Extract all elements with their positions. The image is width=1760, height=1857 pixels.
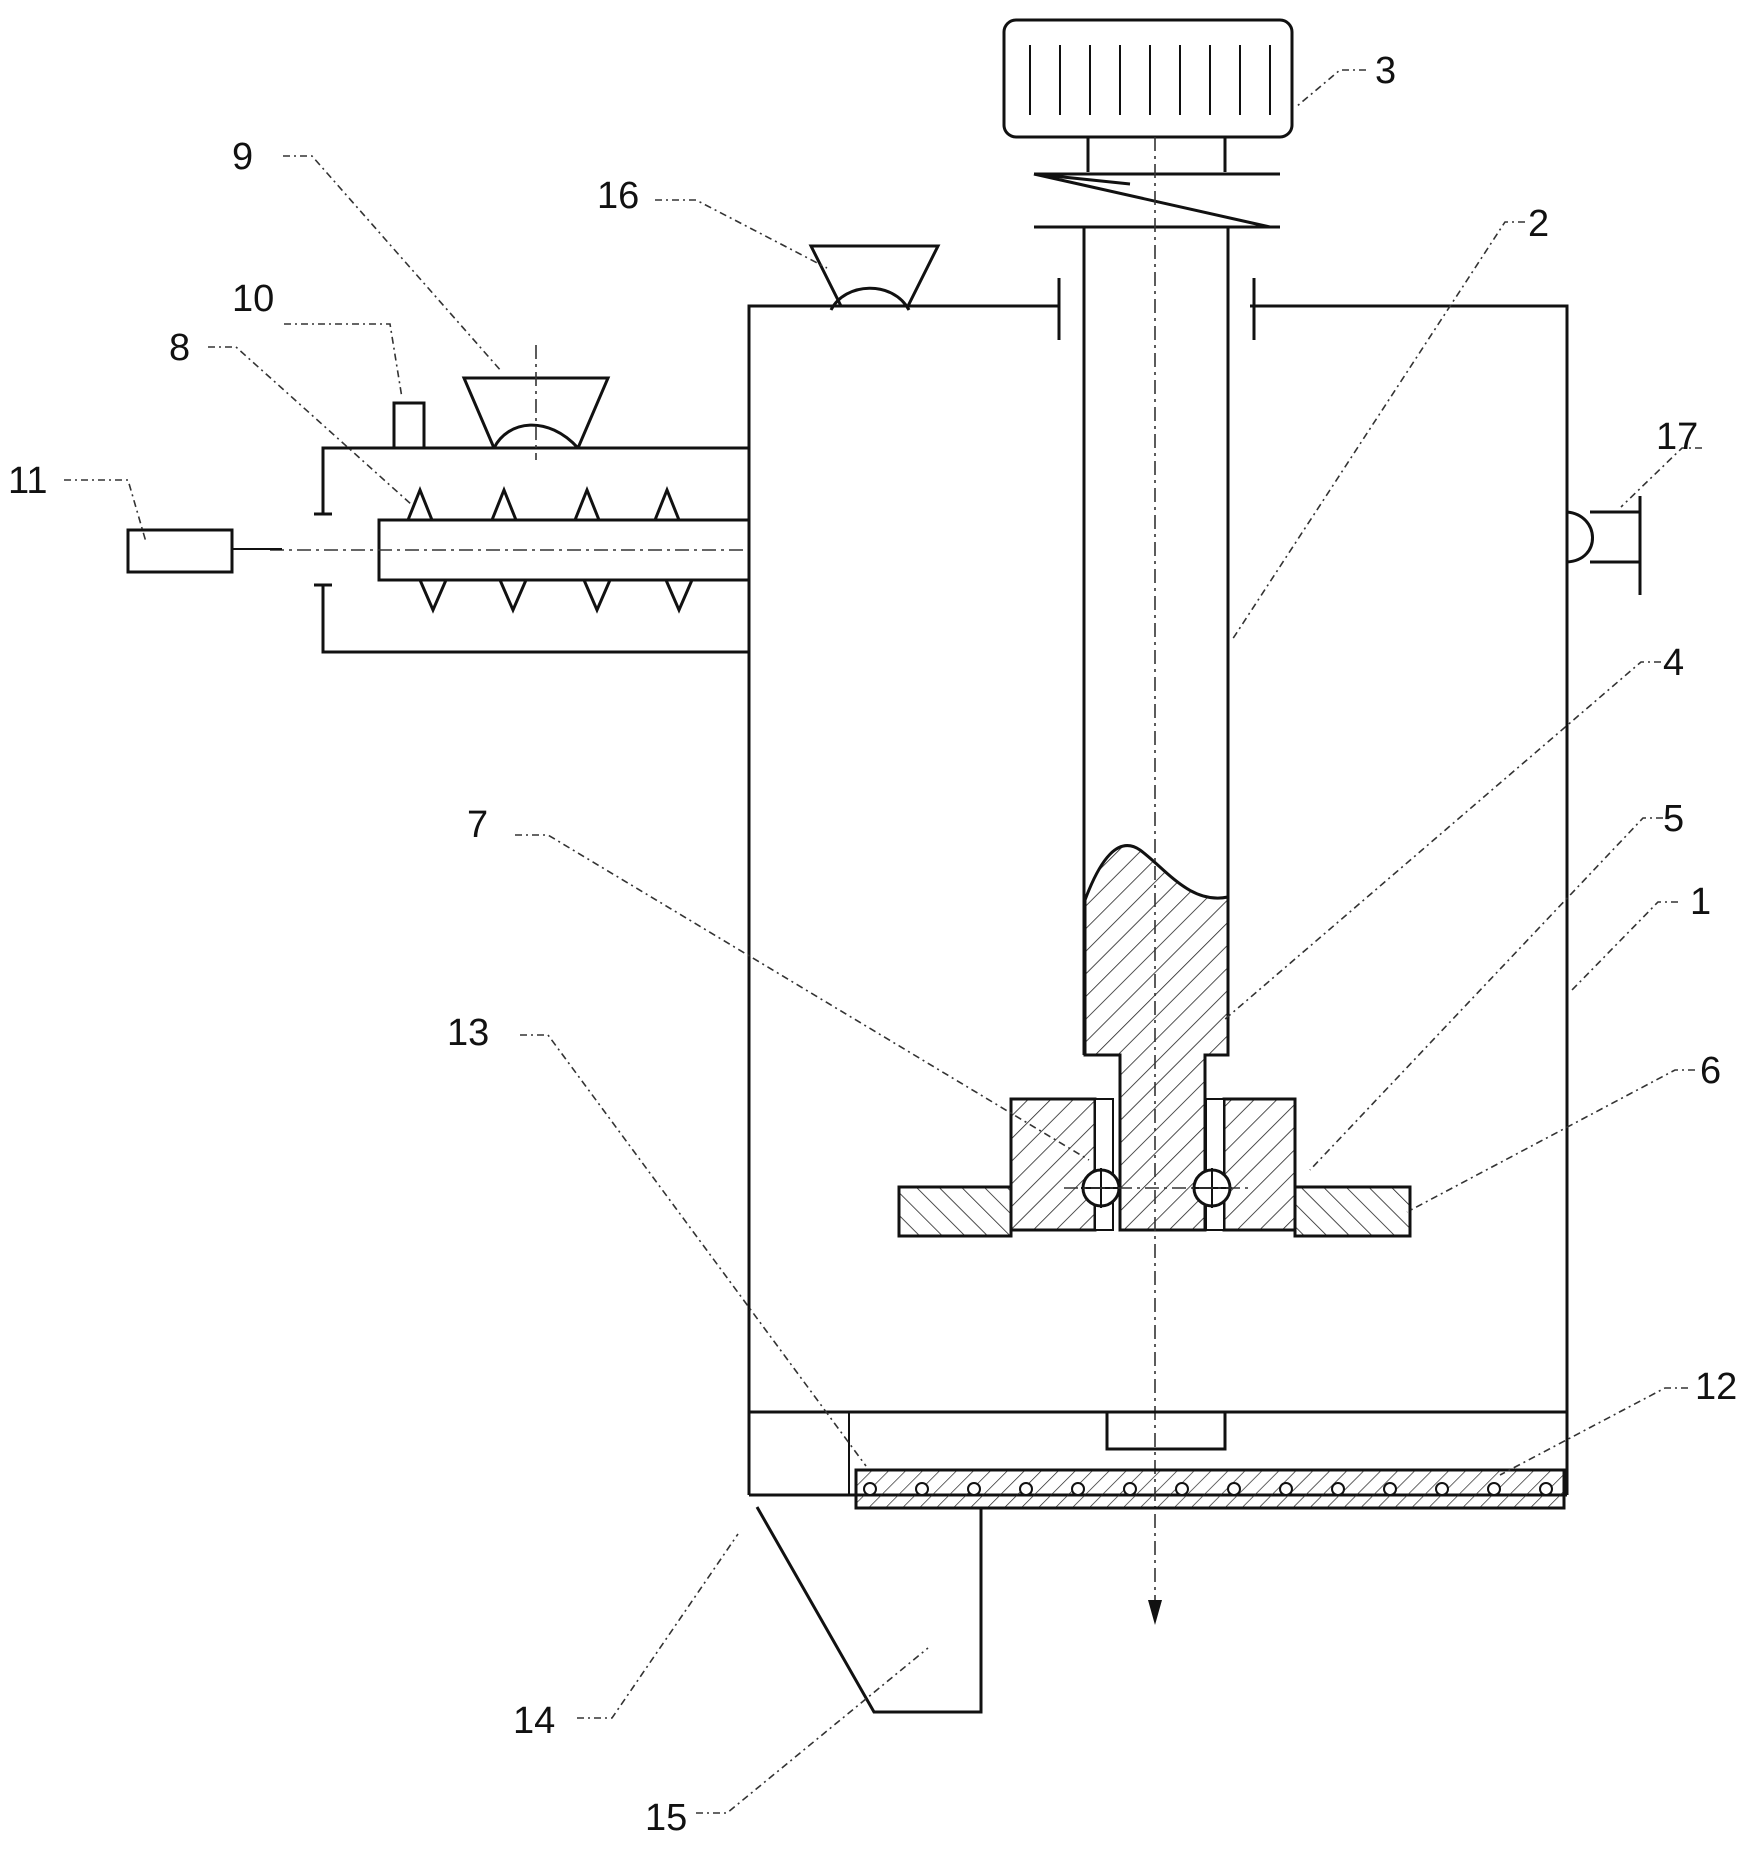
hopper [461,345,611,460]
label-10: 10 [232,278,274,320]
center-block [1105,1410,1227,1451]
label-17: 17 [1656,416,1698,458]
top-inlet [808,244,941,311]
stator-right [1205,1097,1297,1232]
feed-screw [270,485,751,614]
bearing-balls [1064,1168,1250,1208]
motor [1002,18,1294,172]
rotor [1083,844,1230,1232]
discharge-chute [755,1506,983,1714]
label-1: 1 [1690,881,1711,923]
label-14: 14 [513,1700,555,1742]
label-9: 9 [232,136,253,178]
stator-left [1009,1097,1114,1232]
drive-motor [126,528,282,574]
coupling [1033,172,1280,229]
label-13: 13 [447,1012,489,1054]
reference-labels: 3 2 4 5 1 6 12 7 13 9 10 8 11 16 17 14 1… [8,50,1737,1839]
label-15: 15 [645,1797,687,1839]
side-outlet [1566,496,1642,595]
sensor [392,401,426,450]
label-8: 8 [169,327,190,369]
label-6: 6 [1700,1050,1721,1092]
label-4: 4 [1663,642,1684,684]
label-5: 5 [1663,798,1684,840]
base-plate [897,1185,1412,1238]
label-12: 12 [1695,1366,1737,1408]
screw-housing [314,446,749,654]
label-7: 7 [467,804,488,846]
label-11: 11 [8,460,47,502]
label-3: 3 [1375,50,1396,92]
label-2: 2 [1528,203,1549,245]
leader-lines [64,69,1702,1814]
label-16: 16 [597,175,639,217]
center-axis [1148,137,1162,1625]
filter-screen [854,1468,1566,1510]
